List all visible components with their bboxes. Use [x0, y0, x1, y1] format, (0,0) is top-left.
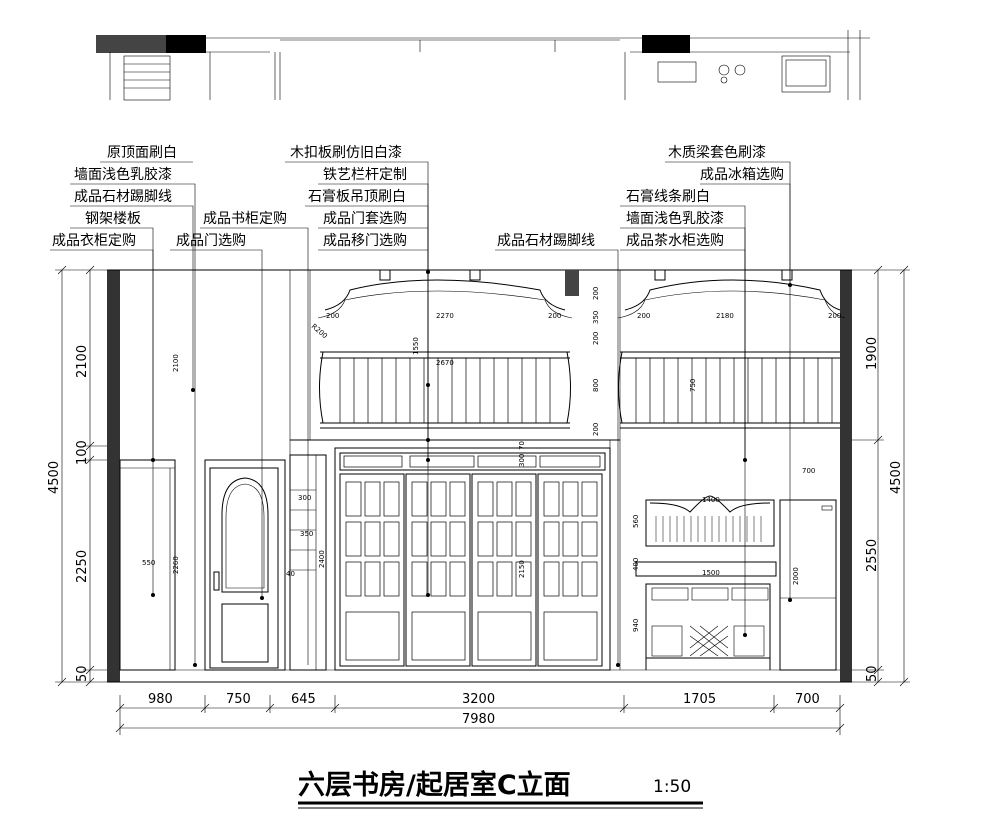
svg-text:200: 200 — [592, 423, 600, 436]
svg-text:2100: 2100 — [172, 354, 180, 372]
svg-text:2150: 2150 — [518, 560, 526, 578]
svg-text:200: 200 — [828, 312, 841, 320]
dim-left-base: 50 — [75, 665, 90, 682]
callout-bookcase: 成品书柜定购 — [203, 211, 287, 227]
dim-bottom-fridge: 700 — [795, 692, 820, 707]
callout-stone-skirting-2: 成品石材踢脚线 — [497, 233, 595, 249]
svg-text:350: 350 — [592, 311, 600, 324]
svg-text:700: 700 — [802, 467, 815, 475]
dim-left-slab: 100 — [75, 440, 90, 465]
svg-text:2270: 2270 — [436, 312, 454, 320]
svg-text:400: 400 — [632, 558, 640, 571]
small-dimensions: 2270 200 200 R200 2670 1550 2180 200 200… — [142, 287, 841, 632]
scale-text: 1:50 — [653, 777, 691, 797]
callout-door: 成品门选购 — [176, 233, 246, 249]
plan-strip — [96, 30, 870, 101]
bottom-dimensions: 980 750 645 3200 1705 700 7980 — [115, 692, 845, 735]
left-dimensions: 4500 2100 100 2250 50 — [47, 265, 107, 687]
svg-text:2670: 2670 — [436, 359, 454, 367]
dim-bottom-wardrobe: 980 — [148, 692, 173, 707]
dim-right-base: 50 — [865, 665, 880, 682]
dim-right-upper: 1900 — [865, 337, 880, 370]
callout-steel-floor: 钢架楼板 — [85, 211, 141, 227]
svg-text:2400: 2400 — [318, 550, 326, 568]
callout-beam-paint: 木质梁套色刷漆 — [668, 144, 766, 161]
svg-text:940: 940 — [632, 619, 640, 632]
sliding-doors — [334, 447, 611, 671]
callout-sliding-door: 成品移门选购 — [323, 233, 407, 249]
callout-gypsum-line: 石膏线条刷白 — [626, 188, 710, 205]
svg-text:800: 800 — [592, 379, 600, 392]
callout-ceiling-paint: 原顶面刷白 — [107, 145, 177, 161]
callout-stone-skirting: 成品石材踢脚线 — [74, 189, 172, 205]
dim-bottom-door: 750 — [226, 692, 251, 707]
room-frame — [107, 269, 852, 683]
title-text: 六层书房/起居室C立面 — [298, 769, 571, 801]
svg-text:1550: 1550 — [412, 337, 420, 355]
callout-wardrobe: 成品衣柜定购 — [52, 233, 136, 249]
callout-wood-panel: 木扣板刷仿旧白漆 — [290, 145, 402, 161]
svg-text:300: 300 — [518, 454, 526, 467]
svg-text:200: 200 — [326, 312, 339, 320]
dim-bottom-sliding: 3200 — [462, 692, 495, 707]
callout-wall-latex-2: 墙面浅色乳胶漆 — [626, 210, 724, 227]
dim-bottom-bookcase: 645 — [291, 692, 316, 707]
svg-text:550: 550 — [142, 559, 155, 567]
svg-text:1500: 1500 — [702, 569, 720, 577]
svg-text:1400: 1400 — [702, 496, 720, 504]
fridge — [779, 499, 837, 671]
callouts: 原顶面刷白 墙面浅色乳胶漆 成品石材踢脚线 钢架楼板 成品衣柜定购 成品书柜定购… — [52, 144, 784, 249]
svg-text:200: 200 — [592, 332, 600, 345]
drawing-title: 六层书房/起居室C立面 1:50 — [298, 769, 703, 809]
svg-text:40: 40 — [286, 570, 295, 578]
svg-text:560: 560 — [632, 515, 640, 528]
svg-text:350: 350 — [300, 530, 313, 538]
svg-text:200: 200 — [637, 312, 650, 320]
callout-door-casing: 成品门套选购 — [323, 211, 407, 227]
callout-tea-cabinet: 成品茶水柜选购 — [626, 233, 724, 249]
svg-text:70: 70 — [518, 441, 526, 450]
dim-bottom-total: 7980 — [462, 712, 495, 727]
callout-gypsum-ceiling: 石膏板吊顶刷白 — [308, 188, 406, 205]
svg-text:2260: 2260 — [172, 556, 180, 574]
dim-right-lower: 2550 — [865, 539, 880, 572]
dim-right-total: 4500 — [889, 461, 904, 494]
svg-text:300: 300 — [298, 494, 311, 502]
svg-text:R200: R200 — [310, 322, 329, 340]
railing-left — [317, 279, 573, 429]
svg-text:2000: 2000 — [792, 567, 800, 585]
callout-iron-railing: 铁艺栏杆定制 — [323, 167, 407, 183]
svg-text:200: 200 — [548, 312, 561, 320]
dim-left-total: 4500 — [47, 461, 62, 494]
callout-wall-latex: 墙面浅色乳胶漆 — [74, 166, 172, 183]
svg-text:200: 200 — [592, 287, 600, 300]
right-dimensions: 1900 2550 50 4500 — [852, 265, 910, 687]
tea-cabinet — [635, 495, 777, 670]
railing-right — [617, 279, 846, 429]
leader-lines — [50, 161, 792, 667]
svg-text:750: 750 — [689, 379, 697, 392]
svg-text:2180: 2180 — [716, 312, 734, 320]
wardrobe — [119, 459, 176, 671]
dim-left-upper: 2100 — [75, 345, 90, 378]
callout-fridge: 成品冰箱选购 — [700, 167, 784, 183]
dim-bottom-cabinet: 1705 — [683, 692, 716, 707]
single-door — [204, 459, 286, 671]
dim-left-lower: 2250 — [75, 550, 90, 583]
